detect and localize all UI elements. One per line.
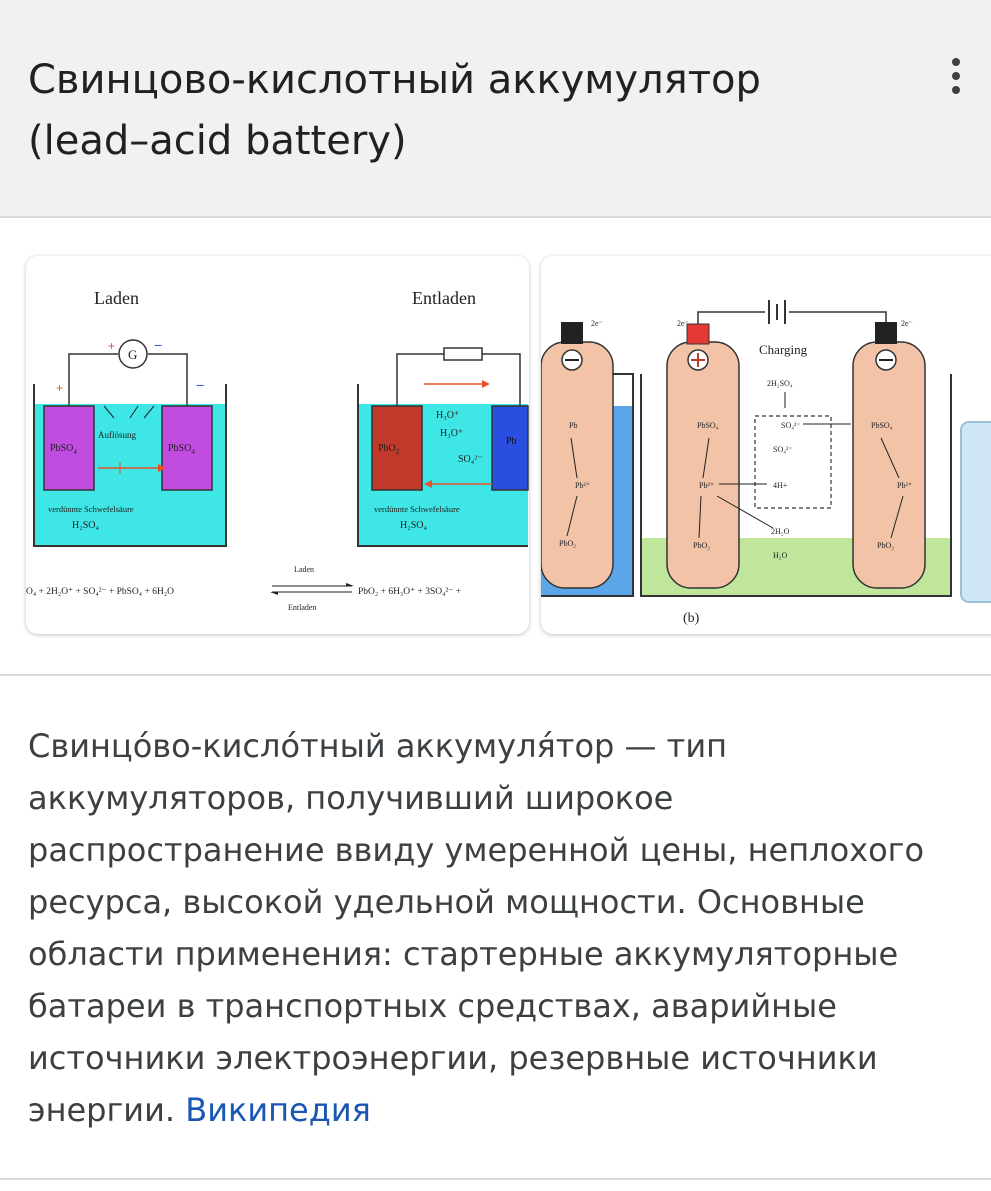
equation-right: PbO₂ + 6H₃O⁺ + 3SO₄²⁻ + [358, 587, 461, 597]
image-card-lead-acid-diagram[interactable]: Laden Entladen PbSO4 PbSO4 Auflösung G +… [26, 256, 529, 634]
svg-text:2e⁻: 2e⁻ [901, 319, 913, 328]
entladen-title: Entladen [412, 288, 476, 308]
svg-text:PbO₂: PbO₂ [559, 539, 576, 548]
svg-text:Pb: Pb [569, 421, 577, 430]
generator-label: G [128, 347, 137, 362]
pbo2-electrode [371, 405, 423, 491]
page-title: Свинцово-кислотный аккумулятор (lead–aci… [28, 50, 908, 172]
right-container [357, 384, 528, 547]
acid-formula-right: H₂SO₄ [400, 520, 427, 531]
svg-text:PbSO₄: PbSO₄ [871, 421, 893, 430]
svg-text:+: + [108, 339, 115, 353]
pbso4-label-2: PbSO4 [168, 443, 195, 456]
more-vert-icon-dot [952, 86, 960, 94]
more-vert-icon [952, 58, 960, 66]
svg-text:4H+: 4H+ [773, 481, 788, 490]
svg-text:SO₄²⁻: SO₄²⁻ [781, 421, 801, 430]
svg-text:PbSO₄: PbSO₄ [697, 421, 719, 430]
left-electrode-1 [43, 405, 95, 491]
svg-text:PbO₂: PbO₂ [877, 541, 894, 550]
more-options-button[interactable] [932, 52, 980, 100]
caption-b: (b) [683, 611, 700, 626]
image-carousel[interactable]: Laden Entladen PbSO4 PbSO4 Auflösung G +… [0, 218, 991, 674]
generator-icon [118, 339, 148, 369]
bottom-divider [0, 1178, 991, 1180]
so4-label: SO₄²⁻ [458, 454, 483, 465]
svg-text:Pb²⁺: Pb²⁺ [699, 481, 714, 490]
svg-text:2H₂O: 2H₂O [771, 527, 790, 536]
h3o-label-2: H₃O⁺ [440, 428, 463, 439]
svg-text:2H₂SO₄: 2H₂SO₄ [767, 379, 793, 388]
description: Свинцо́во-кисло́тный аккумуля́тор — тип … [28, 720, 968, 1136]
equation-arrow-top: Laden [294, 565, 314, 574]
svg-text:2e⁻: 2e⁻ [591, 319, 603, 328]
left-container [33, 384, 227, 547]
charging-label: Charging [759, 342, 808, 357]
image-card-charging-diagram[interactable]: Charging 2e⁻ 2e⁻ 2e⁻ 2H₂SO₄ PbSO₄ PbSO₄ … [541, 256, 991, 634]
svg-text:−: − [154, 337, 162, 353]
h3o-label-1: H₃O⁺ [436, 410, 459, 421]
equation-arrow-bottom: Entladen [288, 603, 316, 612]
knowledge-panel-header: Свинцово-кислотный аккумулятор (lead–aci… [0, 0, 991, 218]
equation-left: O₄ + 2H₂O⁺ + SO₄²⁻ + PbSO₄ + 6H₂O [26, 587, 174, 597]
svg-text:Pb²⁺: Pb²⁺ [575, 481, 590, 490]
charging-diagram: Charging 2e⁻ 2e⁻ 2e⁻ 2H₂SO₄ PbSO₄ PbSO₄ … [541, 300, 991, 626]
aufloesung-label: Auflösung [98, 430, 136, 440]
left-electrode-2 [161, 405, 213, 491]
svg-text:Pb²⁺: Pb²⁺ [897, 481, 912, 490]
resistor-icon [443, 347, 483, 361]
pb-electrode [491, 405, 529, 491]
more-vert-icon-dot [952, 72, 960, 80]
acid-text-left: verdünnte Schwefelsäure [48, 504, 134, 514]
svg-text:−: − [196, 377, 204, 393]
svg-text:H₂O: H₂O [773, 551, 788, 560]
svg-text:SO₄²⁻: SO₄²⁻ [773, 445, 793, 454]
svg-text:2e⁻: 2e⁻ [677, 319, 689, 328]
wikipedia-link[interactable]: Википедия [185, 1091, 371, 1129]
title-line-2: (lead–acid battery) [28, 118, 407, 164]
laden-title: Laden [94, 288, 139, 308]
svg-text:+: + [56, 381, 63, 395]
pbo2-label: PbO2 [378, 443, 400, 456]
acid-formula-left: H₂SO₄ [72, 520, 99, 531]
description-text: Свинцо́во-кисло́тный аккумуля́тор — тип … [28, 727, 925, 1129]
acid-text-right: verdünnte Schwefelsäure [374, 504, 460, 514]
section-divider [0, 674, 991, 676]
lead-acid-diagram: Laden Entladen PbSO4 PbSO4 Auflösung G +… [26, 288, 529, 612]
title-line-1: Свинцово-кислотный аккумулятор [28, 57, 761, 103]
pbso4-label-1: PbSO4 [50, 443, 77, 456]
svg-text:PbO₂: PbO₂ [693, 541, 710, 550]
pb-label: Pb [506, 436, 517, 447]
